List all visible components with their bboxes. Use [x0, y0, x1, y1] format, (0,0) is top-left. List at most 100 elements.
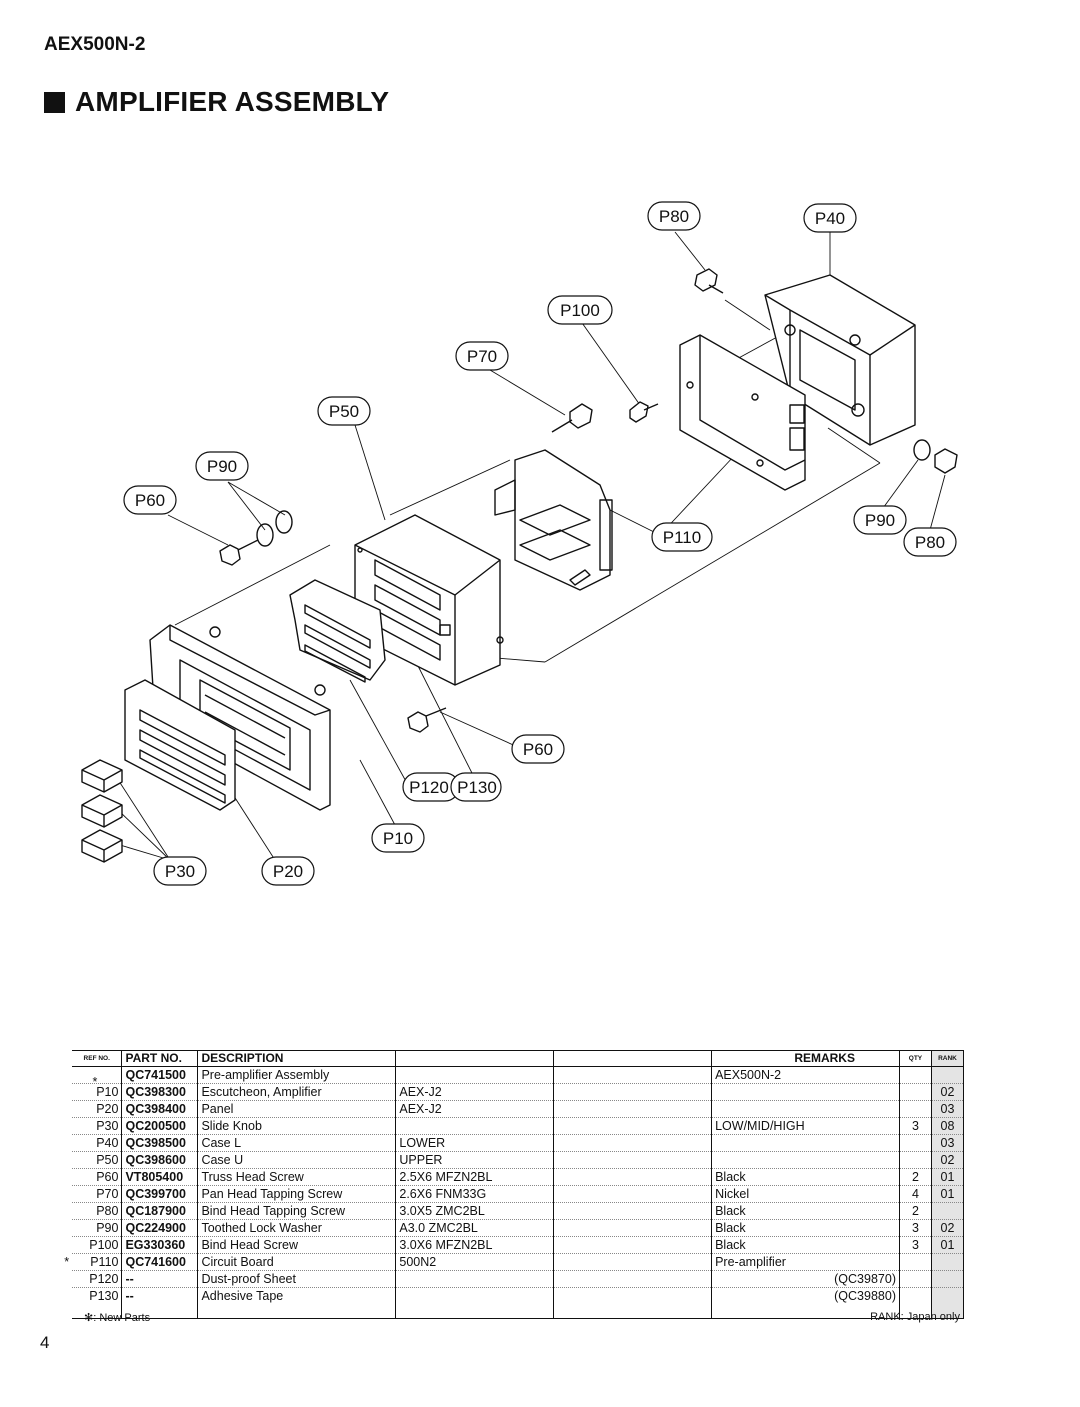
callout-label: P80 — [915, 533, 945, 552]
cell-qty — [898, 1083, 932, 1101]
cell-part: QC200500 — [121, 1117, 198, 1135]
ref-no: P30 — [96, 1118, 119, 1133]
remarks-text: Black — [715, 1220, 746, 1235]
cell-ref: P60 — [72, 1168, 123, 1186]
cell-blank — [553, 1151, 712, 1169]
cell-spec — [395, 1117, 554, 1135]
cell-remarks: Black — [711, 1236, 900, 1254]
cell-ref: P50 — [72, 1151, 123, 1169]
cell-desc: Escutcheon, Amplifier — [197, 1083, 396, 1101]
callout-label: P60 — [523, 740, 553, 759]
callout-p100 — [547, 295, 613, 325]
cell-rank: 01 — [930, 1185, 965, 1203]
callout-p30 — [153, 856, 207, 886]
cell-rank: 01 — [930, 1168, 965, 1186]
cell-qty: 2 — [898, 1168, 932, 1186]
cell-ref: P130 — [72, 1287, 123, 1304]
cell-ref: P70 — [72, 1185, 123, 1203]
cell-qty — [898, 1253, 932, 1271]
cell-spec: 500N2 — [395, 1253, 554, 1271]
col-description: DESCRIPTION — [197, 1050, 396, 1067]
cell-empty — [711, 1304, 900, 1319]
cell-rank — [930, 1287, 965, 1304]
callout-p110 — [651, 522, 713, 552]
callout-p80-right — [903, 527, 957, 557]
cell-part: VT805400 — [121, 1168, 198, 1186]
cell-rank — [930, 1066, 965, 1084]
callout-label: P90 — [207, 457, 237, 476]
col-part-no: PART NO. — [121, 1050, 198, 1067]
table-bottom-row — [72, 1304, 965, 1319]
cell-rank — [930, 1202, 965, 1220]
cell-blank — [553, 1219, 712, 1237]
cell-ref: P20 — [72, 1100, 123, 1118]
table-row: P120--Dust-proof Sheet(QC39870) — [72, 1270, 965, 1288]
cell-blank — [553, 1168, 712, 1186]
cell-part: QC224900 — [121, 1219, 198, 1237]
cell-blank — [553, 1134, 712, 1152]
cell-remarks: Pre-amplifier — [711, 1253, 900, 1271]
col-blank — [553, 1050, 712, 1067]
cell-ref: P100 — [72, 1236, 123, 1254]
parts-list-table: REF NO. PART NO. DESCRIPTION REMARKS QTY… — [64, 1050, 965, 1319]
callout-p90-left — [195, 451, 249, 481]
cell-part: QC187900 — [121, 1202, 198, 1220]
model-number: AEX500N-2 — [44, 34, 146, 55]
cell-desc: Dust-proof Sheet — [197, 1270, 396, 1288]
cell-desc: Panel — [197, 1100, 396, 1118]
callout-p90-right — [853, 505, 907, 535]
cell-desc: Toothed Lock Washer — [197, 1219, 396, 1237]
cell-part: QC399700 — [121, 1185, 198, 1203]
cell-remarks — [711, 1083, 900, 1101]
cell-remarks: (QC39870) — [711, 1270, 900, 1288]
remarks-text: AEX500N-2 — [715, 1067, 782, 1082]
cell-desc: Truss Head Screw — [197, 1168, 396, 1186]
cell-rank: 02 — [930, 1151, 965, 1169]
cell-blank — [553, 1117, 712, 1135]
heading-square-icon — [44, 91, 65, 113]
cell-blank — [553, 1100, 712, 1118]
ref-no: P40 — [96, 1135, 119, 1150]
callout-p40 — [803, 203, 857, 233]
cell-empty — [898, 1304, 932, 1319]
table-header-row: REF NO. PART NO. DESCRIPTION REMARKS QTY… — [72, 1050, 965, 1067]
rank-note: RANK: Japan only — [870, 1311, 960, 1323]
cell-desc: Case U — [197, 1151, 396, 1169]
col-rank: RANK — [930, 1050, 965, 1067]
callout-label: P40 — [815, 209, 845, 228]
remarks-text: Black — [715, 1203, 746, 1218]
callout-label: P20 — [273, 862, 303, 881]
col-spec — [395, 1050, 554, 1067]
cell-rank: 03 — [930, 1100, 965, 1118]
remarks-text: Pre-amplifier — [715, 1254, 786, 1269]
cell-part: QC398600 — [121, 1151, 198, 1169]
cell-spec — [395, 1270, 554, 1288]
cell-empty — [395, 1304, 554, 1319]
callout-label: P70 — [467, 347, 497, 366]
cell-ref: P120 — [72, 1270, 123, 1288]
cell-qty — [898, 1066, 932, 1084]
cell-remarks: LOW/MID/HIGH — [711, 1117, 900, 1135]
cell-desc: Circuit Board — [197, 1253, 396, 1271]
cell-desc: Adhesive Tape — [197, 1287, 396, 1304]
cell-spec — [395, 1287, 554, 1304]
cell-qty: 2 — [898, 1202, 932, 1220]
ref-no: P120 — [89, 1271, 119, 1286]
cell-part: QC741500 — [121, 1066, 198, 1084]
cell-blank — [553, 1066, 712, 1084]
cell-qty: 4 — [898, 1185, 932, 1203]
cell-ref: P10 — [72, 1083, 123, 1101]
cell-spec: 3.0X5 ZMC2BL — [395, 1202, 554, 1220]
callout-p50 — [317, 396, 371, 426]
cell-blank — [553, 1202, 712, 1220]
cell-part: QC398300 — [121, 1083, 198, 1101]
callout-label: P120 — [409, 778, 449, 797]
cell-ref: P90 — [72, 1219, 123, 1237]
cell-ref: *P110 — [64, 1253, 123, 1271]
